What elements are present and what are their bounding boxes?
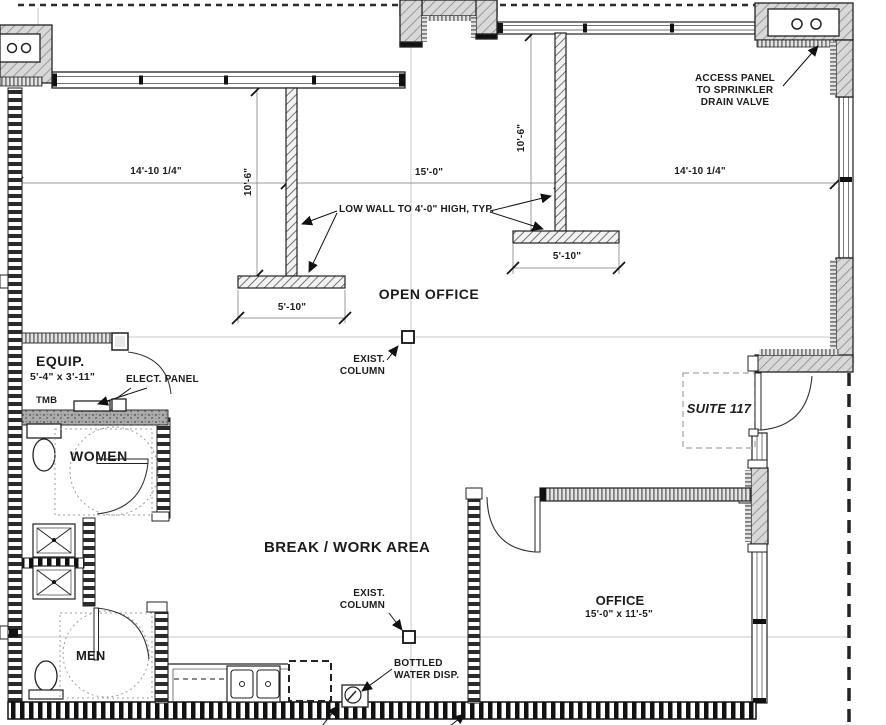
dim-low-wall-right: 5'-10"	[552, 251, 582, 262]
office-door-arc	[486, 496, 536, 553]
leader-lines	[97, 45, 819, 725]
office-room	[486, 487, 752, 553]
lavatories	[32, 523, 76, 600]
exist-columns	[401, 330, 416, 644]
room-label-men: MEN	[76, 648, 106, 663]
room-label-open-office: OPEN OFFICE	[378, 286, 480, 302]
suite-door-arc	[760, 375, 813, 431]
window-bands	[51, 21, 854, 704]
low-walls	[237, 32, 620, 289]
men-room	[28, 607, 153, 700]
toilet-symbol-men	[34, 660, 58, 692]
dim-top-mid: 15'-0"	[414, 167, 444, 178]
access-panel-note: ACCESS PANEL TO SPRINKLER DRAIN VALVE	[694, 73, 775, 108]
room-label-office: OFFICE	[595, 593, 645, 608]
dim-top-left: 14'-10 1/4"	[130, 166, 182, 177]
women-door-arc	[96, 462, 149, 515]
gridlines	[8, 8, 847, 702]
men-door-arc	[95, 607, 150, 660]
low-wall-note: LOW WALL TO 4'-0" HIGH, TYP.	[339, 204, 494, 215]
dim-vert-right: 10'-6"	[516, 123, 527, 153]
equip-room	[21, 332, 172, 426]
elect-panel-symbol	[73, 400, 111, 412]
toilet-symbol-women	[32, 438, 56, 472]
dim-vert-left: 10'-6"	[243, 167, 254, 197]
exist-column-top-note: EXIST. COLUMN	[339, 354, 385, 377]
suite-door-leaf	[754, 372, 762, 431]
bottled-water-note: BOTTLED WATER DISP.	[394, 658, 460, 681]
office-dims: 15'-0" x 11'-5"	[585, 609, 653, 620]
tmb-note: TMB	[36, 395, 58, 406]
room-label-break-work: BREAK / WORK AREA	[264, 539, 431, 556]
women-room	[26, 423, 159, 516]
exterior-hatched-walls	[0, 0, 854, 553]
equip-door-arc	[127, 351, 172, 395]
suite-dashed-box	[682, 372, 756, 449]
dimension-lines	[17, 35, 836, 323]
dim-low-wall-left: 5'-10"	[277, 302, 307, 313]
dim-top-right: 14'-10 1/4"	[674, 166, 726, 177]
room-label-women: WOMEN	[70, 448, 128, 464]
women-door-leaf	[96, 458, 149, 464]
room-label-suite: SUITE 117	[686, 401, 752, 416]
room-label-equip: EQUIP.	[36, 353, 85, 369]
elect-panel-note: ELECT. PANEL	[126, 374, 199, 385]
suite-entry	[682, 372, 813, 449]
striped-walls	[0, 87, 757, 720]
exist-column-bottom-note: EXIST. COLUMN	[339, 588, 385, 611]
future-equipment-dashed-box	[288, 660, 332, 702]
kitchen-counter	[167, 660, 369, 708]
equip-dims: 5'-4" x 3'-11"	[30, 371, 96, 383]
office-door-leaf	[534, 496, 541, 553]
